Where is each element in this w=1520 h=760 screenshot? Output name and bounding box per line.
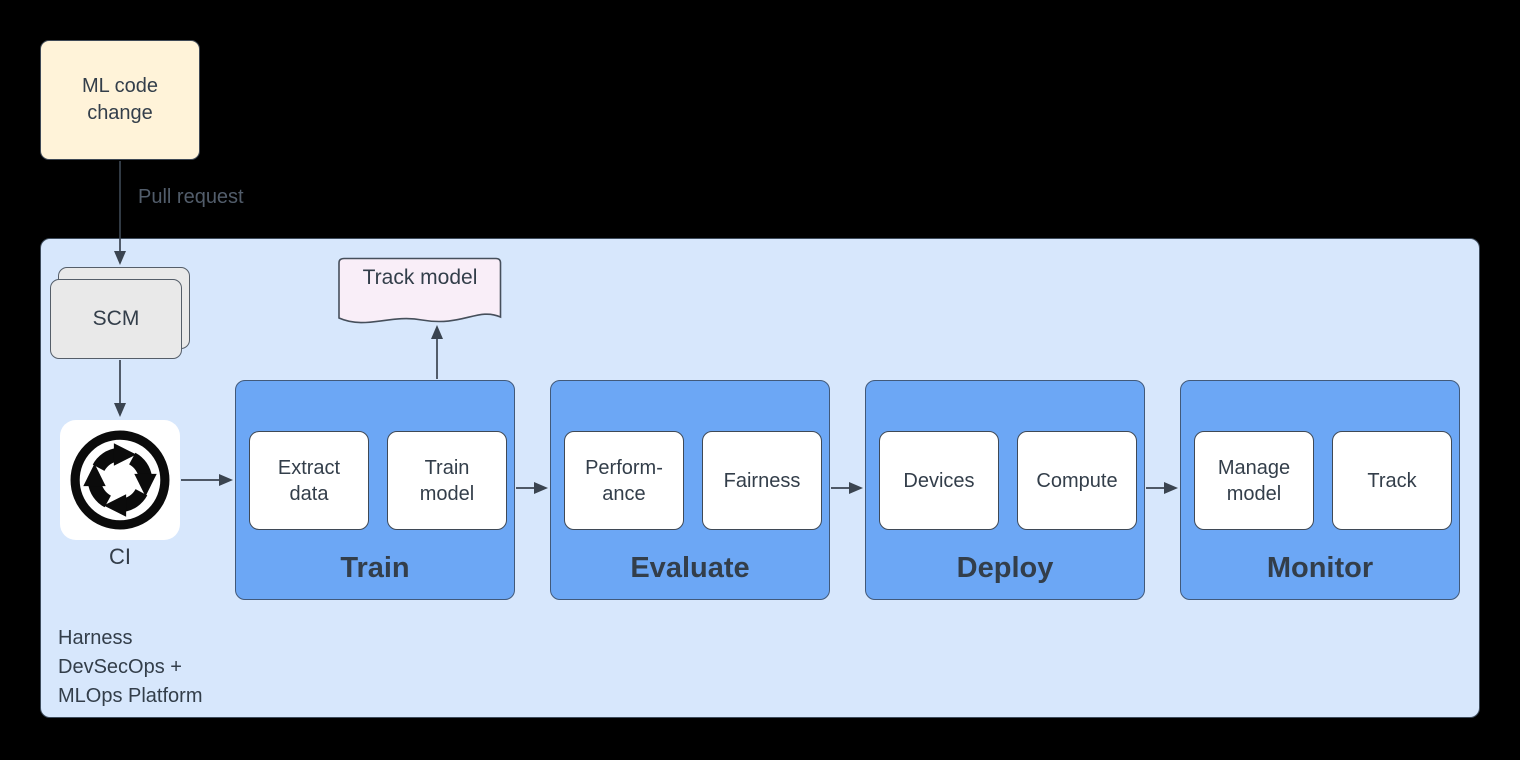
stage-evaluate: Perform- ance Fairness Evaluate [550,380,830,600]
stage-monitor-item-track: Track [1332,431,1452,530]
edge-label-pull-request: Pull request [138,186,244,208]
stage-monitor-title: Monitor [1266,552,1374,584]
stage-evaluate-item-fairness: Fairness [702,431,822,530]
node-ml-code-change: ML code change [40,40,200,160]
document-shape [338,257,502,324]
node-track-model-label: Track model [362,266,478,289]
ci-cycle-icon [70,430,170,530]
stage-train-item-extract-data: Extract data [249,431,369,530]
node-track-model [338,257,502,333]
stage-monitor-item-manage-model: Manage model [1194,431,1314,530]
stage-train-title: Train [340,552,410,584]
stage-evaluate-title: Evaluate [630,552,750,584]
stage-deploy: Devices Compute Deploy [865,380,1145,600]
stage-train-item-train-model: Train model [387,431,507,530]
stage-deploy-item-devices: Devices [879,431,999,530]
node-ci [60,420,180,540]
node-ci-label: CI [109,544,131,569]
platform-label: Harness DevSecOps + MLOps Platform [58,627,203,707]
stage-monitor: Manage model Track Monitor [1180,380,1460,600]
stage-evaluate-item-performance: Perform- ance [564,431,684,530]
stage-train: Extract data Train model Train [235,380,515,600]
stage-deploy-item-compute: Compute [1017,431,1137,530]
stage-deploy-title: Deploy [956,552,1054,584]
node-scm: SCM [50,279,182,359]
